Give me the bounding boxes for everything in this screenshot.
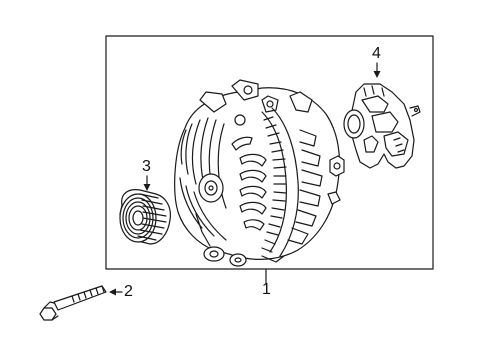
callout-2-arrow [109, 288, 116, 296]
lower-mount-boss-right [229, 253, 247, 267]
brush-holder-ring [343, 109, 365, 139]
pulley [119, 189, 171, 245]
assembly-frame [105, 35, 434, 270]
alternator [174, 79, 345, 267]
callout-1-label: 1 [262, 281, 271, 298]
lower-mount-boss-left [203, 246, 225, 262]
callout-4-arrow [373, 71, 381, 78]
rear-vent-slots [231, 136, 267, 231]
front-hub [198, 173, 224, 203]
callout-3-arrow [143, 184, 151, 191]
stator-ring [261, 107, 299, 257]
voltage-regulator [343, 83, 421, 169]
bolt [39, 285, 107, 321]
callout-4-label: 4 [372, 45, 381, 62]
rear-fins [287, 129, 323, 245]
callout-3-label: 3 [142, 158, 151, 175]
callout-2-label: 2 [124, 283, 133, 300]
b-plus-terminal [329, 155, 345, 177]
